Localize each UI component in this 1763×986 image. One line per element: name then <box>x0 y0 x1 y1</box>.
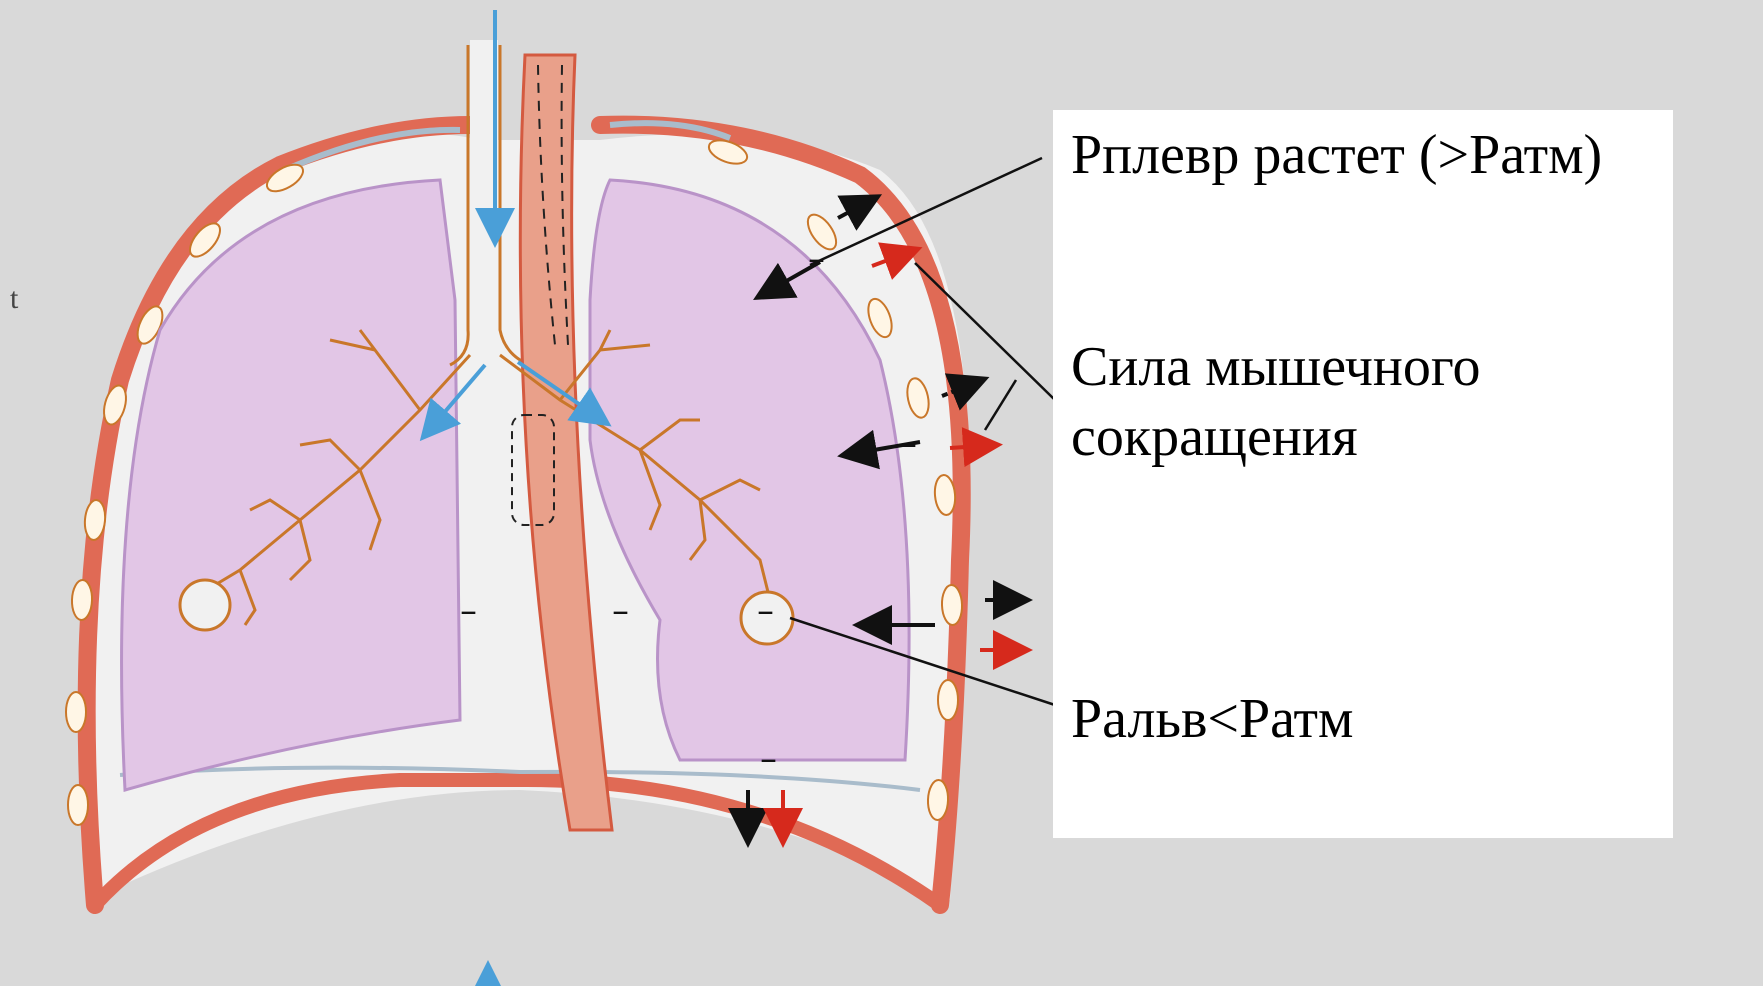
minus-sign: – <box>757 591 774 631</box>
leader-line-muscle-bottom <box>985 380 1016 430</box>
minus-sign: – <box>460 591 477 631</box>
label-muscle-force-line1: Сила мышечного <box>1071 332 1480 402</box>
label-pleural-pressure: Рплевр растет (>Ратм) <box>1071 120 1602 190</box>
minus-sign: – <box>612 591 629 631</box>
minus-sign: – <box>900 424 917 464</box>
minus-sign: – <box>760 739 777 779</box>
label-muscle-force-line2: сокращения <box>1071 402 1358 472</box>
label-panel: Рплевр растет (>Ратм) Сила мышечного сок… <box>1053 110 1673 838</box>
stray-letter: t <box>10 282 18 316</box>
label-alveolar-pressure: Ральв<Ратм <box>1071 684 1353 754</box>
